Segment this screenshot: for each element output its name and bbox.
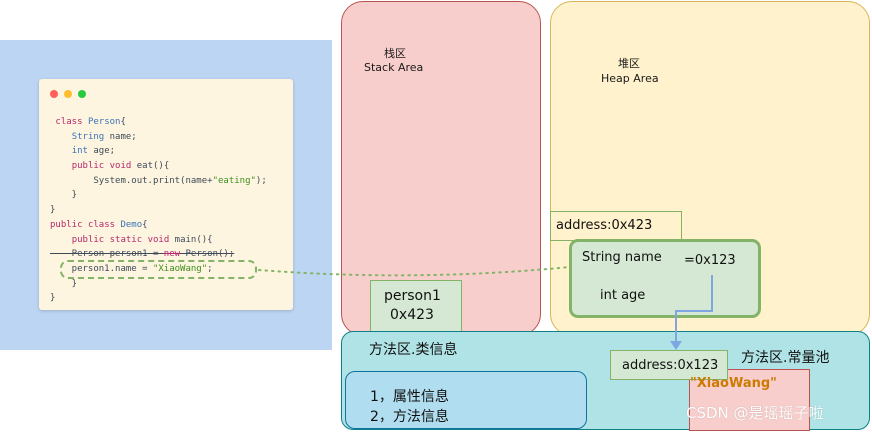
code-token: } bbox=[50, 293, 56, 304]
pointer-arrow-line bbox=[675, 275, 713, 343]
highlighted-code-line bbox=[60, 260, 257, 279]
maximize-dot-icon bbox=[78, 90, 86, 98]
code-line: } bbox=[50, 203, 267, 218]
stack-title-cn: 栈区 bbox=[384, 47, 406, 60]
code-token: public bbox=[71, 161, 105, 172]
arrow-head-icon bbox=[670, 341, 682, 350]
heap-address-label: address:0x423 bbox=[556, 218, 653, 233]
object-field-name-value: =0x123 bbox=[684, 253, 736, 268]
code-token: String bbox=[71, 131, 105, 142]
code-token: } bbox=[50, 278, 78, 289]
constant-string-value: "XiaoWang" bbox=[690, 376, 777, 391]
code-window: class Person{ String name; int age; publ… bbox=[39, 79, 293, 310]
code-token: name; bbox=[104, 131, 137, 142]
stack-variable-box bbox=[370, 280, 462, 332]
constant-address-box bbox=[610, 350, 728, 380]
code-token: ; bbox=[207, 263, 213, 274]
constant-address-label: address:0x123 bbox=[622, 358, 719, 373]
reference-dotted-line bbox=[258, 266, 571, 277]
heap-title-en: Heap Area bbox=[601, 72, 659, 85]
code-token: } bbox=[50, 205, 56, 216]
object-field-name: String name bbox=[582, 250, 662, 265]
code-block: class Person{ String name; int age; publ… bbox=[50, 115, 267, 306]
code-token: static bbox=[109, 234, 143, 245]
code-token: { bbox=[142, 219, 148, 230]
constant-pool-title: 方法区.常量池 bbox=[741, 350, 830, 366]
class-info-item: 1，属性信息 bbox=[370, 389, 449, 405]
object-field-age: int age bbox=[600, 288, 646, 303]
code-token: main(){ bbox=[169, 234, 213, 245]
code-line: public class Demo{ bbox=[50, 218, 267, 233]
watermark: CSDN @是瑶瑶子啦 bbox=[686, 404, 824, 422]
code-token: Person bbox=[87, 117, 121, 127]
stack-title-en: Stack Area bbox=[364, 61, 424, 74]
code-line: Person person1 = new Person(); bbox=[50, 247, 267, 262]
code-token: public bbox=[71, 234, 105, 245]
code-line: String name; bbox=[50, 130, 267, 145]
close-dot-icon bbox=[50, 90, 58, 98]
code-token: age; bbox=[87, 146, 116, 157]
code-line: public static void main(){ bbox=[50, 233, 267, 248]
code-token: class bbox=[87, 219, 116, 230]
code-line: int age; bbox=[50, 144, 267, 159]
class-info-box bbox=[345, 371, 587, 429]
code-line: person1.name = "XiaoWang"; bbox=[50, 262, 267, 277]
code-token: "XiaoWang" bbox=[152, 263, 208, 274]
code-token: Demo bbox=[120, 219, 143, 230]
code-token: eat(){ bbox=[131, 161, 170, 172]
class-info-item: 2，方法信息 bbox=[370, 409, 449, 425]
heap-address-box bbox=[550, 211, 682, 241]
class-info-title: 方法区.类信息 bbox=[369, 342, 458, 358]
code-token: void bbox=[147, 234, 170, 245]
code-token: Person(); bbox=[180, 249, 235, 260]
code-token: "eating" bbox=[212, 175, 256, 186]
code-line: } bbox=[50, 188, 267, 203]
code-token: void bbox=[109, 161, 132, 172]
code-token: Person person1 = bbox=[50, 249, 164, 260]
person-object-box bbox=[569, 239, 761, 318]
heap-title-cn: 堆区 bbox=[618, 57, 640, 70]
code-token: ); bbox=[255, 175, 267, 186]
code-token: public bbox=[50, 219, 83, 230]
code-line: } bbox=[50, 277, 267, 292]
stack-variable-name: person1 bbox=[384, 288, 441, 304]
code-line: System.out.print(name+"eating"); bbox=[50, 174, 267, 189]
code-line: public void eat(){ bbox=[50, 159, 267, 174]
code-line: } bbox=[50, 291, 267, 306]
code-token: int bbox=[71, 146, 88, 157]
code-line: class Person{ bbox=[50, 115, 267, 130]
stack-variable-value: 0x423 bbox=[390, 307, 434, 323]
code-token: person1.name = bbox=[50, 263, 153, 274]
code-token: class bbox=[55, 117, 83, 127]
minimize-dot-icon bbox=[64, 90, 72, 98]
code-token: } bbox=[50, 190, 78, 201]
code-token: new bbox=[163, 249, 181, 260]
code-token: { bbox=[120, 117, 126, 127]
code-token: System.out.print(name+ bbox=[50, 175, 213, 186]
